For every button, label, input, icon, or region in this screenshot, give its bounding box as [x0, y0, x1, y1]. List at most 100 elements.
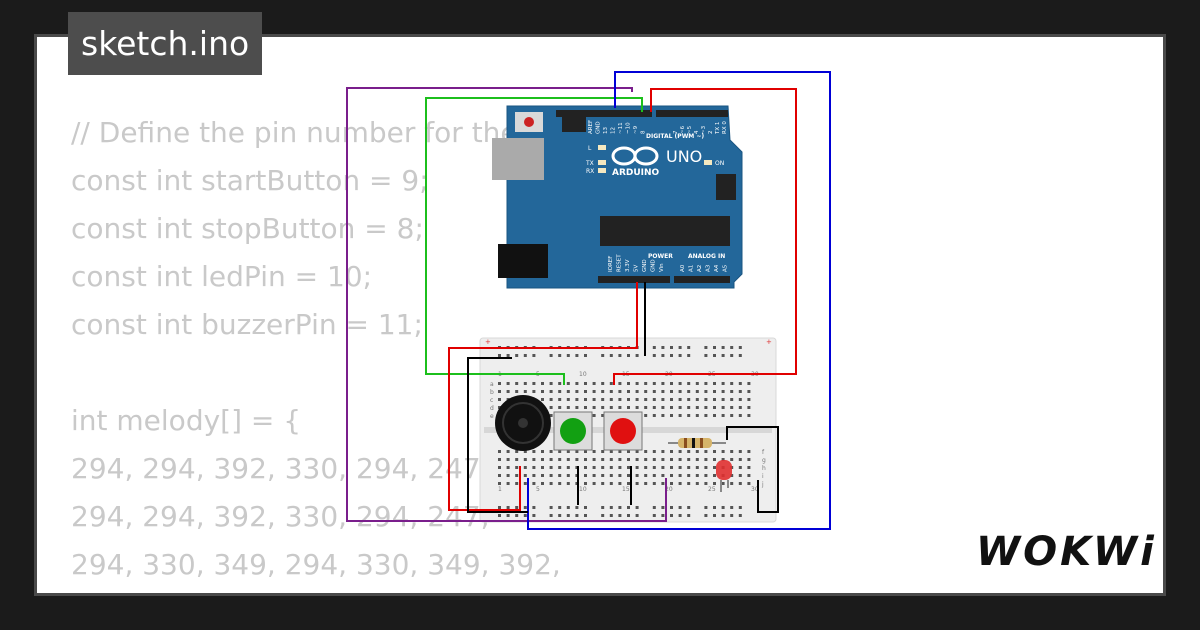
breadboard-hole[interactable] [687, 466, 691, 469]
breadboard-hole[interactable] [635, 474, 639, 477]
breadboard-hole[interactable] [601, 474, 605, 477]
breadboard-hole[interactable] [609, 482, 613, 485]
breadboard-hole[interactable] [704, 466, 708, 469]
breadboard-hole[interactable] [515, 450, 519, 453]
breadboard-hole[interactable] [498, 474, 501, 477]
breadboard-hole[interactable] [713, 466, 716, 469]
rail-hole[interactable] [738, 346, 742, 349]
breadboard-hole[interactable] [652, 406, 656, 409]
rail-hole[interactable] [713, 514, 716, 517]
breadboard-hole[interactable] [627, 474, 630, 477]
rail-hole[interactable] [584, 506, 587, 509]
breadboard-hole[interactable] [747, 414, 751, 417]
rail-hole[interactable] [515, 354, 519, 357]
breadboard-hole[interactable] [644, 450, 648, 453]
breadboard-hole[interactable] [713, 482, 716, 485]
breadboard-hole[interactable] [601, 390, 605, 393]
breadboard-hole[interactable] [695, 406, 699, 409]
breadboard-hole[interactable] [609, 450, 613, 453]
breadboard-hole[interactable] [523, 450, 527, 453]
breadboard-hole[interactable] [601, 466, 605, 469]
breadboard-hole[interactable] [592, 474, 596, 477]
breadboard-hole[interactable] [558, 466, 562, 469]
breadboard-hole[interactable] [515, 482, 519, 485]
breadboard-hole[interactable] [644, 382, 648, 385]
breadboard-hole[interactable] [506, 382, 510, 385]
breadboard-hole[interactable] [747, 382, 751, 385]
breadboard-hole[interactable] [618, 466, 622, 469]
breadboard-hole[interactable] [566, 398, 570, 401]
breadboard-hole[interactable] [670, 406, 673, 409]
rail-hole[interactable] [532, 514, 536, 517]
breadboard-hole[interactable] [721, 390, 725, 393]
breadboard-hole[interactable] [541, 466, 544, 469]
rail-hole[interactable] [558, 354, 562, 357]
breadboard-hole[interactable] [506, 482, 510, 485]
breadboard-hole[interactable] [652, 474, 656, 477]
breadboard-hole[interactable] [506, 458, 510, 461]
breadboard-hole[interactable] [575, 466, 579, 469]
breadboard-hole[interactable] [661, 398, 665, 401]
breadboard-hole[interactable] [523, 458, 527, 461]
breadboard-hole[interactable] [566, 406, 570, 409]
breadboard-hole[interactable] [549, 466, 553, 469]
breadboard-hole[interactable] [635, 458, 639, 461]
breadboard-hole[interactable] [678, 398, 682, 401]
rail-hole[interactable] [670, 346, 673, 349]
breadboard-hole[interactable] [713, 398, 716, 401]
breadboard-hole[interactable] [601, 398, 605, 401]
rail-hole[interactable] [609, 514, 613, 517]
breadboard-hole[interactable] [618, 450, 622, 453]
breadboard-hole[interactable] [652, 414, 656, 417]
breadboard-hole[interactable] [618, 458, 622, 461]
rail-hole[interactable] [635, 506, 639, 509]
rail-hole[interactable] [670, 506, 673, 509]
breadboard-hole[interactable] [618, 406, 622, 409]
breadboard-hole[interactable] [609, 474, 613, 477]
breadboard-hole[interactable] [549, 450, 553, 453]
breadboard-hole[interactable] [541, 482, 544, 485]
breadboard-hole[interactable] [695, 466, 699, 469]
breadboard-hole[interactable] [566, 466, 570, 469]
breadboard-hole[interactable] [627, 398, 630, 401]
rail-hole[interactable] [721, 346, 725, 349]
rail-hole[interactable] [678, 354, 682, 357]
breadboard-hole[interactable] [704, 458, 708, 461]
breadboard-hole[interactable] [566, 450, 570, 453]
rail-hole[interactable] [652, 354, 656, 357]
breadboard-hole[interactable] [575, 390, 579, 393]
breadboard-hole[interactable] [515, 390, 519, 393]
buzzer[interactable] [495, 395, 551, 451]
breadboard-hole[interactable] [532, 474, 536, 477]
rail-hole[interactable] [498, 354, 501, 357]
breadboard-hole[interactable] [678, 382, 682, 385]
rail-hole[interactable] [506, 354, 510, 357]
breadboard-hole[interactable] [609, 390, 613, 393]
breadboard-hole[interactable] [558, 398, 562, 401]
breadboard-hole[interactable] [601, 382, 605, 385]
breadboard-hole[interactable] [592, 390, 596, 393]
breadboard-hole[interactable] [704, 414, 708, 417]
breadboard-hole[interactable] [695, 474, 699, 477]
rail-hole[interactable] [498, 506, 501, 509]
breadboard-hole[interactable] [687, 414, 691, 417]
rail-hole[interactable] [575, 354, 579, 357]
rail-hole[interactable] [558, 514, 562, 517]
breadboard-hole[interactable] [575, 474, 579, 477]
breadboard-hole[interactable] [601, 482, 605, 485]
breadboard-hole[interactable] [652, 466, 656, 469]
breadboard-hole[interactable] [541, 382, 544, 385]
rail-hole[interactable] [713, 354, 716, 357]
red-button-cap[interactable] [610, 418, 636, 444]
breadboard-hole[interactable] [498, 450, 501, 453]
rail-hole[interactable] [713, 346, 716, 349]
breadboard-hole[interactable] [704, 482, 708, 485]
breadboard-hole[interactable] [678, 406, 682, 409]
breadboard-hole[interactable] [721, 450, 725, 453]
rail-hole[interactable] [601, 514, 605, 517]
rail-hole[interactable] [506, 514, 510, 517]
rail-hole[interactable] [661, 354, 665, 357]
breadboard-hole[interactable] [661, 450, 665, 453]
breadboard-hole[interactable] [687, 406, 691, 409]
rail-hole[interactable] [670, 354, 673, 357]
